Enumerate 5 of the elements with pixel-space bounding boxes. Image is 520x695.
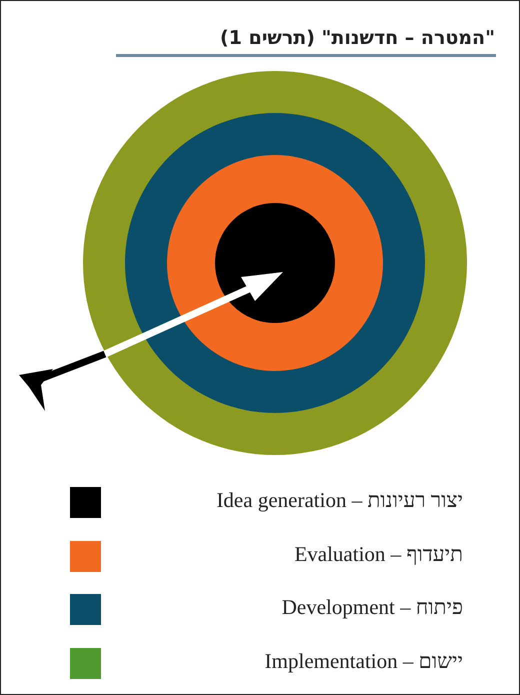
legend-label: Implementation – יישום bbox=[264, 649, 463, 674]
legend-label: Development – פיתוח bbox=[282, 595, 463, 620]
title: "המטרה – חדשנות" (תרשים 1) bbox=[220, 27, 495, 49]
legend-label: Evaluation – תיעדוף bbox=[294, 542, 463, 567]
legend-label: Idea generation – יצור רעיונות bbox=[216, 488, 463, 513]
